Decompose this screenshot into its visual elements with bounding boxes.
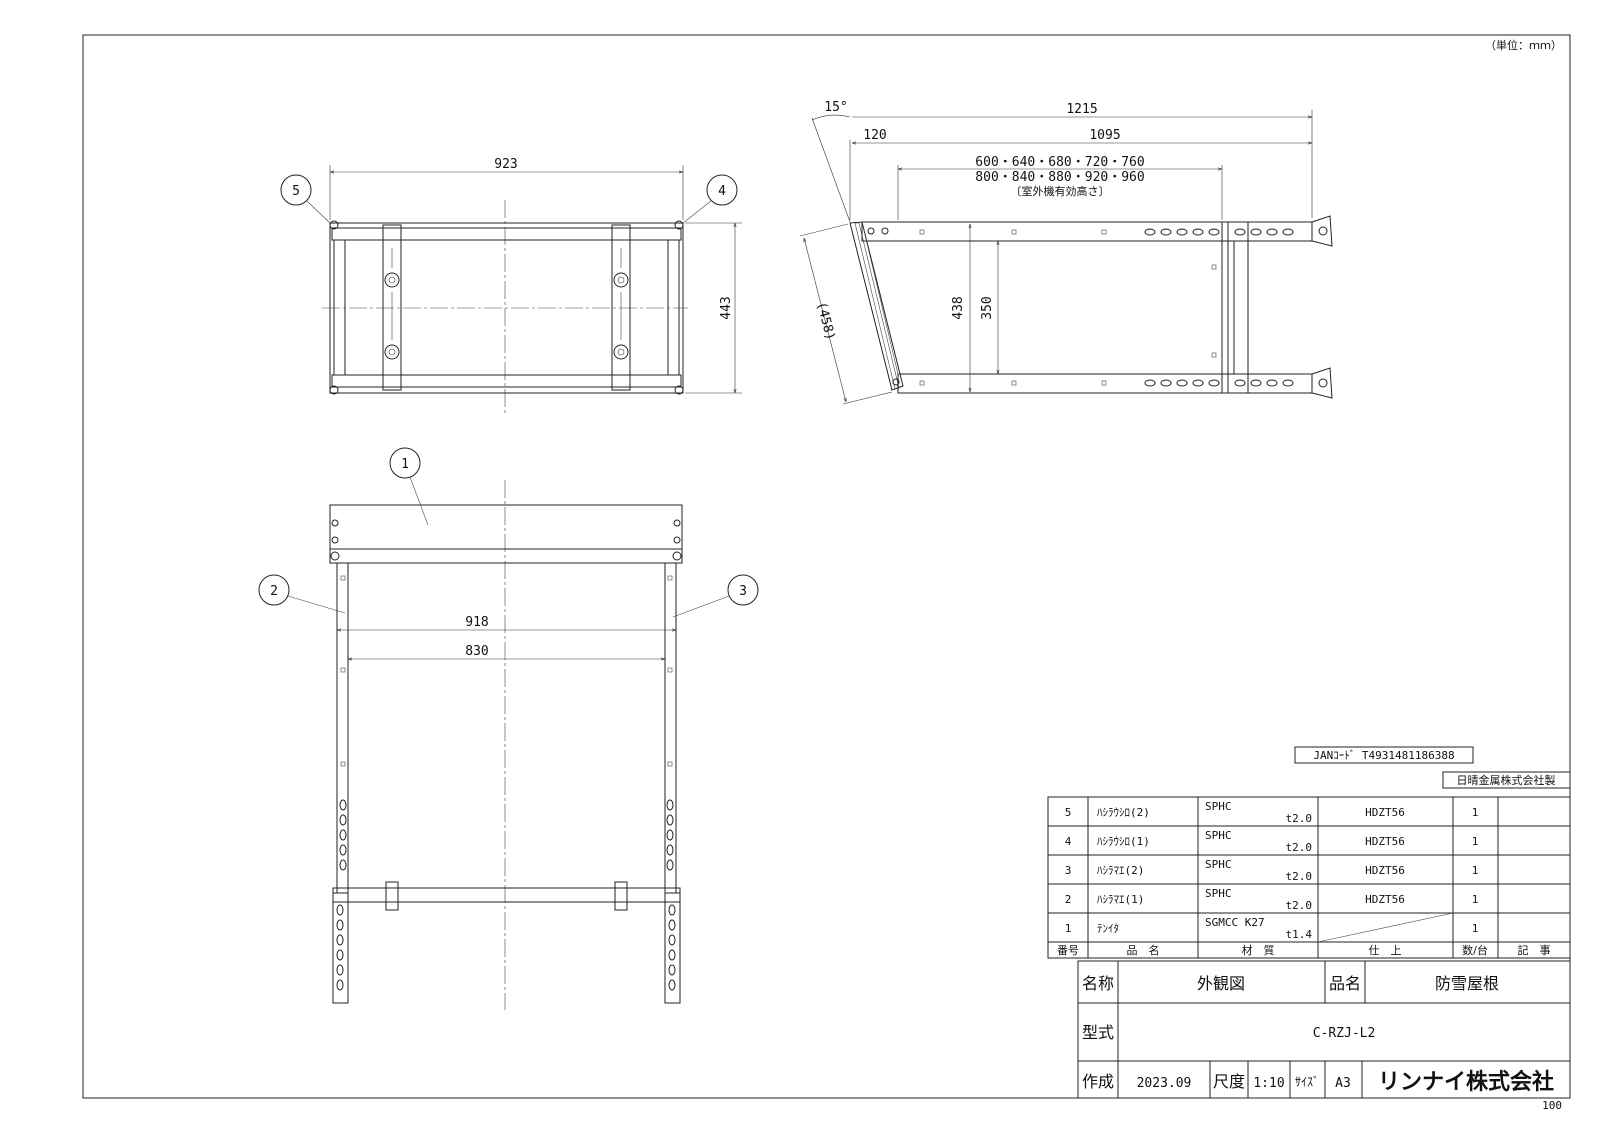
parts-table-header: 番号 品 名 材 質 仕 上 数/台 記 事 (1057, 943, 1551, 957)
created-label: 作成 (1082, 1072, 1114, 1091)
parts-row-4: 4 ﾊｼﾗｳｼﾛ(1) SPHC t2.0 HDZT56 1 (1065, 829, 1479, 854)
balloon-5: 5 (292, 184, 300, 199)
part-material: SPHC (1205, 858, 1232, 871)
part-thickness: t2.0 (1286, 841, 1313, 854)
header-finish: 仕 上 (1369, 944, 1402, 957)
height-options-1: 600・640・680・720・760 (975, 155, 1144, 170)
height-note: 〔室外機有効高さ〕 (1011, 184, 1110, 198)
dim-120: 120 (863, 128, 886, 143)
part-name: ﾊｼﾗｳｼﾛ(2) (1097, 806, 1150, 819)
side-view: 1215 120 1095 600・640・680・720・760 800・84… (799, 100, 1333, 405)
dim-830: 830 (465, 644, 488, 659)
parts-row-5: 5 ﾊｼﾗｳｼﾛ(2) SPHC t2.0 HDZT56 1 (1065, 800, 1479, 825)
part-qty: 1 (1472, 893, 1479, 906)
model-label: 型式 (1082, 1023, 1114, 1042)
balloon-4: 4 (718, 184, 726, 199)
jan-code: JANｺｰﾄﾞ T4931481186388 (1313, 749, 1454, 762)
part-name: ﾊｼﾗﾏｴ(1) (1097, 893, 1144, 906)
part-no: 5 (1065, 806, 1072, 819)
part-qty: 1 (1472, 864, 1479, 877)
part-material: SGMCC K27 (1205, 916, 1265, 929)
part-material: SPHC (1205, 800, 1232, 813)
part-qty: 1 (1472, 806, 1479, 819)
part-thickness: t2.0 (1286, 812, 1313, 825)
part-no: 1 (1065, 922, 1072, 935)
part-finish: HDZT56 (1365, 835, 1405, 848)
part-material: SPHC (1205, 887, 1232, 900)
dim-350: 350 (980, 296, 995, 319)
dim-443: 443 (719, 296, 734, 319)
balloon-2: 2 (270, 584, 278, 599)
header-name: 品 名 (1127, 943, 1160, 957)
angle-15: 15° (824, 100, 847, 115)
part-finish: HDZT56 (1365, 864, 1405, 877)
parts-table: 5 ﾊｼﾗｳｼﾛ(2) SPHC t2.0 HDZT56 1 4 ﾊｼﾗｳｼﾛ(… (1047, 796, 1571, 959)
dim-1095: 1095 (1089, 128, 1120, 143)
header-note: 記 事 (1518, 943, 1551, 957)
size-value: A3 (1335, 1076, 1351, 1091)
name-value: 外観図 (1197, 974, 1245, 993)
dim-923: 923 (494, 157, 517, 172)
part-no: 4 (1065, 835, 1072, 848)
part-thickness: t2.0 (1286, 899, 1313, 912)
balloon-3: 3 (739, 584, 747, 599)
product-value: 防雪屋根 (1435, 974, 1499, 993)
model-value: C-RZJ-L2 (1313, 1026, 1376, 1041)
part-material: SPHC (1205, 829, 1232, 842)
parts-row-3: 3 ﾊｼﾗﾏｴ(2) SPHC t2.0 HDZT56 1 (1065, 858, 1479, 883)
part-thickness: t2.0 (1286, 870, 1313, 883)
size-label: ｻｲｽﾞ (1295, 1075, 1319, 1089)
dim-438: 438 (951, 296, 966, 319)
part-name: ﾊｼﾗｳｼﾛ(1) (1097, 835, 1150, 848)
created-value: 2023.09 (1137, 1076, 1192, 1091)
part-finish: HDZT56 (1365, 806, 1405, 819)
part-no: 2 (1065, 893, 1072, 906)
part-name: ﾊｼﾗﾏｴ(2) (1097, 864, 1144, 877)
front-view: 918 830 1 2 3 (258, 447, 759, 1010)
maker-name: 日晴金属株式会社製 (1457, 773, 1556, 787)
header-qty: 数/台 (1462, 943, 1488, 957)
part-finish: HDZT56 (1365, 893, 1405, 906)
dim-1215: 1215 (1066, 102, 1097, 117)
parts-row-1: 1 ﾃﾝｲﾀ SGMCC K27 t1.4 1 (1065, 916, 1479, 941)
part-qty: 1 (1472, 835, 1479, 848)
top-view: 923 443 5 4 (280, 157, 742, 415)
part-qty: 1 (1472, 922, 1479, 935)
sheet-border (82, 34, 1571, 1099)
title-block: 名称 外観図 品名 防雪屋根 型式 C-RZJ-L2 作成 2023.09 尺度… (1077, 960, 1571, 1099)
header-material: 材 質 (1242, 943, 1275, 957)
name-label: 名称 (1082, 974, 1114, 993)
part-no: 3 (1065, 864, 1072, 877)
dim-918: 918 (465, 615, 488, 630)
scale-value: 1:10 (1253, 1076, 1284, 1091)
balloon-1: 1 (401, 457, 409, 472)
unit-note: （単位：ｍｍ） (1485, 38, 1562, 52)
company-name: リンナイ株式会社 (1378, 1069, 1554, 1095)
height-options-2: 800・840・880・920・960 (975, 170, 1144, 185)
product-label: 品名 (1329, 974, 1361, 993)
dim-458: (458) (813, 300, 837, 342)
header-no: 番号 (1057, 944, 1079, 957)
part-name: ﾃﾝｲﾀ (1097, 922, 1119, 935)
sheet-number: 100 (1542, 1099, 1562, 1112)
scale-label: 尺度 (1213, 1072, 1245, 1091)
part-thickness: t1.4 (1286, 928, 1313, 941)
parts-row-2: 2 ﾊｼﾗﾏｴ(1) SPHC t2.0 HDZT56 1 (1065, 887, 1479, 912)
